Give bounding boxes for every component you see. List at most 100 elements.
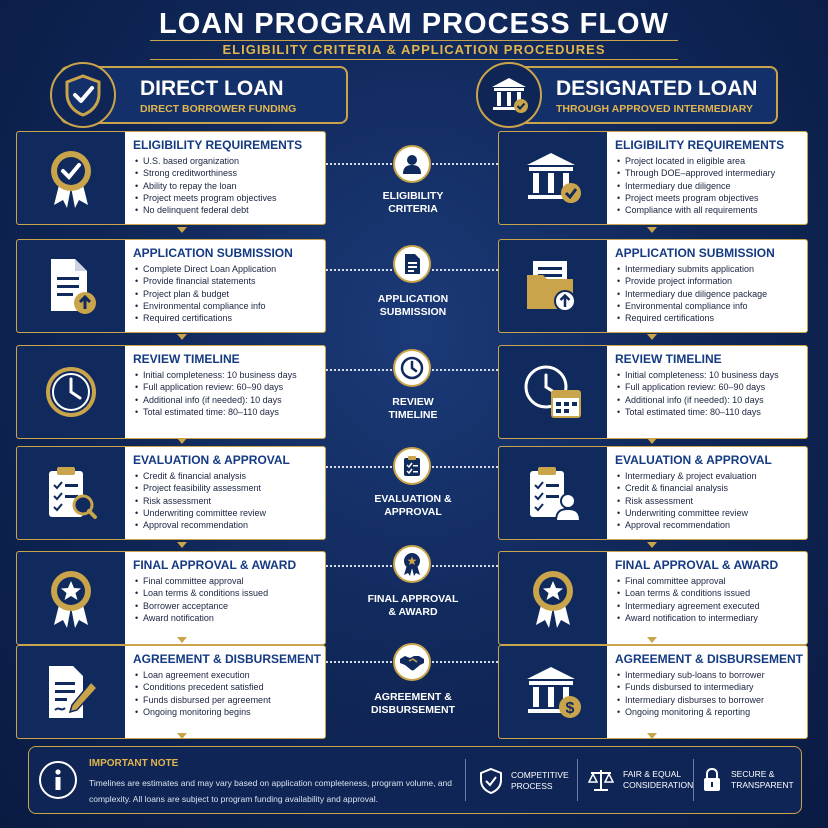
clipboard-person-icon [499,447,607,539]
list-item: Strong creditworthiness [135,167,321,180]
info-icon [39,761,77,799]
list-item: Project located in eligible area [617,155,803,168]
feature-line: PROCESS [511,781,553,791]
center-label-line: APPROVAL [384,506,442,518]
designated-loan-header: DESIGNATED LOAN THROUGH APPROVED INTERME… [490,66,778,124]
connector-line [432,269,498,271]
connector-line [432,565,498,567]
person-icon [393,145,431,183]
list-item: Provide financial statements [135,275,321,288]
step-title: AGREEMENT & DISBURSEMENT [615,652,804,666]
list-item: Funds disbursed to intermediary [617,681,803,694]
list-item: Environmental compliance info [617,300,803,313]
list-item: Final committee approval [135,575,321,588]
checklist-icon [393,447,431,485]
direct-loan-title: DIRECT LOAN [140,77,284,100]
list-item: Credit & financial analysis [135,470,321,483]
center-step-review: REVIEW TIMELINE [353,396,473,422]
chevron-down-icon [177,438,187,444]
connector-line [432,163,498,165]
chevron-down-icon [177,637,187,643]
bank-check-icon [499,132,607,224]
connector-line [326,565,392,567]
chevron-down-icon [647,637,657,643]
chevron-down-icon [647,542,657,548]
chevron-down-icon [647,733,657,739]
list-item: Underwriting committee review [135,507,321,520]
list-item: Total estimated time: 80–110 days [617,406,803,419]
lock-icon [704,767,720,791]
list-item: Intermediary sub-loans to borrower [617,669,803,682]
connector-line [326,369,392,371]
designated-step-agreement: $ AGREEMENT & DISBURSEMENT Intermediary … [498,645,808,739]
divider [465,759,466,801]
list-item: Intermediary & project evaluation [617,470,803,483]
chevron-down-icon [647,227,657,233]
divider [577,759,578,801]
direct-step-evaluation: EVALUATION & APPROVAL Credit & financial… [16,446,326,540]
chevron-down-icon [177,227,187,233]
shield-check-icon [480,767,502,795]
step-title: FINAL APPROVAL & AWARD [133,558,297,572]
list-item: Final committee approval [617,575,803,588]
list-item: Initial completeness: 10 business days [617,369,803,382]
note-title: IMPORTANT NOTE [89,758,179,769]
feature-label: SECURE &TRANSPARENT [731,769,794,791]
connector-line [432,466,498,468]
list-item: Approval recommendation [617,519,803,532]
list-item: Loan terms & conditions issued [135,587,321,600]
designated-loan-title: DESIGNATED LOAN [556,77,758,100]
document-upload-icon [17,240,125,332]
svg-text:$: $ [566,700,575,717]
list-item: Underwriting committee review [617,507,803,520]
bank-dollar-icon: $ [499,646,607,738]
connector-line [432,369,498,371]
feature-line: COMPETITIVE [511,770,569,780]
center-step-final-approval: FINAL APPROVAL & AWARD [353,593,473,619]
connector-line [326,661,392,663]
list-item: Additional info (if needed): 10 days [135,394,321,407]
list-item: Award notification to intermediary [617,612,803,625]
bank-check-icon [476,62,542,128]
list-item: Required certifications [617,312,803,325]
step-title: APPLICATION SUBMISSION [615,246,775,260]
important-note-panel: IMPORTANT NOTE Timelines are estimates a… [28,746,802,814]
chevron-down-icon [177,334,187,340]
page-subtitle: ELIGIBILITY CRITERIA & APPLICATION PROCE… [222,42,606,57]
list-item: Award notification [135,612,321,625]
list-item: Conditions precedent satisfied [135,681,321,694]
document-icon [393,245,431,283]
designated-step-review: REVIEW TIMELINE Initial completeness: 10… [498,345,808,439]
designated-step-final-approval: FINAL APPROVAL & AWARD Final committee a… [498,551,808,645]
feature-secure-transparent: SECURE &TRANSPARENT [701,767,794,793]
list-item: Risk assessment [617,495,803,508]
list-item: Funds disbursed per agreement [135,694,321,707]
list-item: Environmental compliance info [135,300,321,313]
list-item: No delinquent federal debt [135,204,321,217]
award-icon [393,545,431,583]
page-title: LOAN PROGRAM PROCESS FLOW [159,8,669,40]
connector-line [326,269,392,271]
list-item: Intermediary disburses to borrower [617,694,803,707]
chevron-down-icon [647,334,657,340]
center-label-line: TIMELINE [388,409,438,421]
award-ribbon-icon [17,132,125,224]
star-medal-icon [17,552,125,644]
center-label-line: & AWARD [388,606,438,618]
list-item: Approval recommendation [135,519,321,532]
step-title: EVALUATION & APPROVAL [133,453,290,467]
step-title: FINAL APPROVAL & AWARD [615,558,779,572]
direct-step-agreement: AGREEMENT & DISBURSEMENT Loan agreement … [16,645,326,739]
feature-line: CONSIDERATION [623,780,694,790]
designated-step-eligibility: ELIGIBILITY REQUIREMENTS Project located… [498,131,808,225]
list-item: Initial completeness: 10 business days [135,369,321,382]
step-title: EVALUATION & APPROVAL [615,453,772,467]
step-title: APPLICATION SUBMISSION [133,246,293,260]
list-item: Complete Direct Loan Application [135,263,321,276]
connector-line [432,661,498,663]
list-item: Credit & financial analysis [617,482,803,495]
center-step-application: APPLICATION SUBMISSION [353,293,473,319]
list-item: Ability to repay the loan [135,180,321,193]
